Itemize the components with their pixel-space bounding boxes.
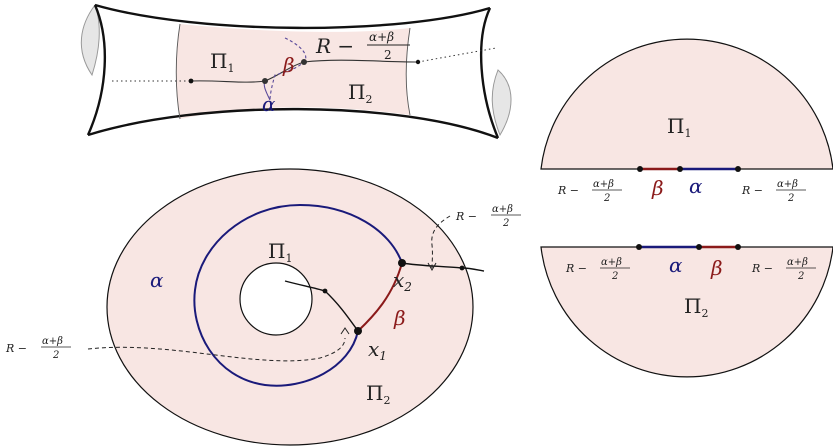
dashed-loop — [269, 37, 307, 101]
svg-text:2: 2 — [603, 193, 610, 204]
upper-pi-label: Π1 — [667, 114, 691, 140]
lower-right-R-label: R − α+β 2 — [751, 257, 816, 282]
svg-text:α+β: α+β — [787, 257, 808, 268]
svg-text:R −: R − — [455, 210, 477, 223]
svg-text:2: 2 — [52, 350, 59, 361]
beta-segment — [357, 262, 403, 332]
annulus-beta-label: β — [393, 306, 406, 330]
annulus-inner-hole — [239, 262, 313, 336]
lower-point-3 — [735, 244, 741, 250]
svg-text:2: 2 — [797, 271, 804, 282]
right-cap — [491, 69, 512, 137]
annulus-point-x1 — [354, 327, 362, 335]
upper-right-R-label: R − α+β 2 — [741, 179, 806, 204]
alpha-spiral — [193, 203, 403, 387]
lower-pi-label: Π2 — [684, 294, 708, 320]
annulus-right-R-label: R − α+β 2 — [455, 204, 521, 229]
svg-text:R −: R − — [751, 262, 773, 275]
upper-beta-label: β — [651, 176, 664, 200]
surface-top-edge — [94, 3, 491, 30]
upper-left-R-label: R − α+β 2 — [557, 179, 622, 204]
upper-half-disc-shape — [540, 38, 833, 170]
top-frac-num: α+β — [369, 30, 394, 44]
lower-alpha-label: α — [669, 253, 683, 277]
top-surface: Π1 Π2 β α R − α+β 2 — [80, 3, 512, 140]
svg-text:R −: R − — [557, 184, 579, 197]
annulus-pi2-label: Π2 — [366, 381, 390, 407]
annulus-point-inner — [322, 288, 328, 294]
annulus-pi1-label: Π1 — [268, 239, 292, 265]
lower-half-disc: Π2 α β R − α+β 2 R − α+β 2 — [540, 244, 833, 378]
svg-text:2: 2 — [502, 218, 509, 229]
svg-text:R −: R − — [565, 262, 587, 275]
top-frac-den: 2 — [384, 48, 392, 62]
annulus-point-x2 — [398, 259, 406, 267]
surface-right-edge — [479, 7, 500, 139]
annulus-figure: Π1 Π2 α β x1 x2 R − α+β 2 R − α+β 2 — [5, 168, 521, 446]
upper-half-disc: Π1 β α R − α+β 2 R − α+β 2 — [540, 38, 833, 204]
annulus-point-outer — [459, 265, 465, 271]
svg-text:α+β: α+β — [777, 179, 798, 190]
svg-text:R −: R − — [5, 342, 27, 355]
upper-alpha-label: α — [689, 174, 703, 198]
annulus-left-R-label: R − α+β 2 — [5, 336, 71, 361]
svg-text:α+β: α+β — [492, 204, 513, 215]
lower-beta-label: β — [710, 256, 723, 280]
svg-text:R −: R − — [741, 184, 763, 197]
surface-left-edge — [86, 4, 107, 136]
lower-point-2 — [696, 244, 702, 250]
pink-right-boundary — [405, 27, 411, 116]
top-beta-label: β — [282, 53, 295, 77]
top-alpha-label: α — [262, 92, 276, 116]
svg-text:2: 2 — [611, 271, 618, 282]
top-pi1-label: Π1 — [210, 49, 234, 75]
top-R-label: R − — [315, 34, 354, 58]
surface-pink-region — [176, 24, 410, 119]
svg-text:2: 2 — [787, 193, 794, 204]
surface-geodesic — [190, 59, 419, 83]
upper-point-2 — [677, 166, 683, 172]
annulus-x2-label: x2 — [393, 268, 412, 294]
surface-point-upper — [301, 59, 307, 65]
left-cap — [80, 3, 100, 77]
surface-point-right — [415, 59, 421, 65]
surface-bottom-edge — [87, 107, 499, 140]
lower-point-1 — [636, 244, 642, 250]
svg-text:α+β: α+β — [42, 336, 63, 347]
pink-left-boundary — [175, 23, 181, 120]
dotted-right — [417, 47, 497, 63]
dashed-arrow-left-head — [340, 327, 350, 335]
top-pi2-label: Π2 — [348, 80, 372, 106]
dashed-arrow-left — [87, 337, 346, 362]
dashed-arrow-right — [431, 215, 451, 269]
svg-text:α+β: α+β — [601, 257, 622, 268]
annulus-alpha-label: α — [150, 268, 164, 292]
upper-point-1 — [637, 166, 643, 172]
surface-point-mid — [262, 78, 268, 84]
surface-point-left — [188, 78, 194, 84]
lower-left-R-label: R − α+β 2 — [565, 257, 630, 282]
annulus-x1-label: x1 — [368, 337, 387, 363]
lower-half-disc-shape — [540, 246, 833, 378]
svg-text:α+β: α+β — [593, 179, 614, 190]
dashed-arrow-right-head — [427, 262, 437, 272]
upper-point-3 — [735, 166, 741, 172]
